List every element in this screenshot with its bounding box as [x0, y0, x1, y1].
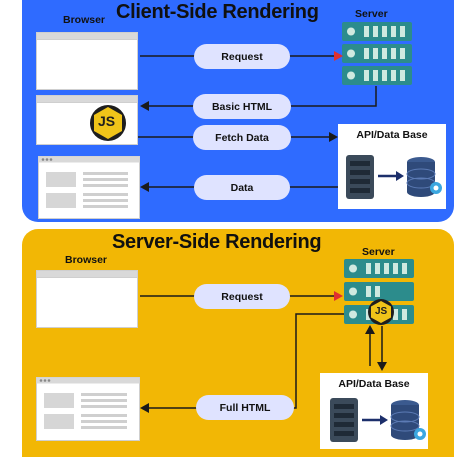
ssr-full-html-pill: Full HTML	[196, 395, 294, 420]
csr-fetch-data-pill: Fetch Data	[193, 125, 291, 150]
ssr-js-badge-text: JS	[375, 306, 388, 317]
webpage-layout-icon	[38, 156, 140, 219]
ssr-api-label: API/Data Base	[338, 378, 410, 390]
gear-icon	[414, 428, 426, 440]
gear-icon	[430, 182, 442, 194]
browser-window-icon	[36, 32, 138, 90]
database-icon	[346, 155, 436, 199]
browser-window-icon	[36, 270, 138, 328]
js-badge-icon	[90, 105, 126, 141]
webpage-layout-icon	[36, 377, 140, 441]
server-rack-icon	[342, 22, 412, 85]
ssr-request-pill: Request	[194, 284, 290, 309]
ssr-browser-label: Browser	[65, 254, 108, 266]
csr-request-pill: Request	[194, 44, 290, 69]
csr-api-label: API/Data Base	[356, 129, 428, 141]
csr-basic-html-pill: Basic HTML	[193, 94, 291, 119]
database-icon	[330, 398, 420, 442]
csr-title: Client-Side Rendering	[116, 1, 319, 23]
csr-browser-label: Browser	[63, 14, 106, 26]
csr-data-pill: Data	[194, 175, 290, 200]
ssr-title: Server-Side Rendering	[112, 231, 322, 253]
csr-server-label: Server	[355, 8, 388, 20]
ssr-server-label: Server	[362, 246, 395, 258]
js-badge-text: JS	[98, 113, 116, 129]
js-badge-icon	[368, 299, 394, 325]
